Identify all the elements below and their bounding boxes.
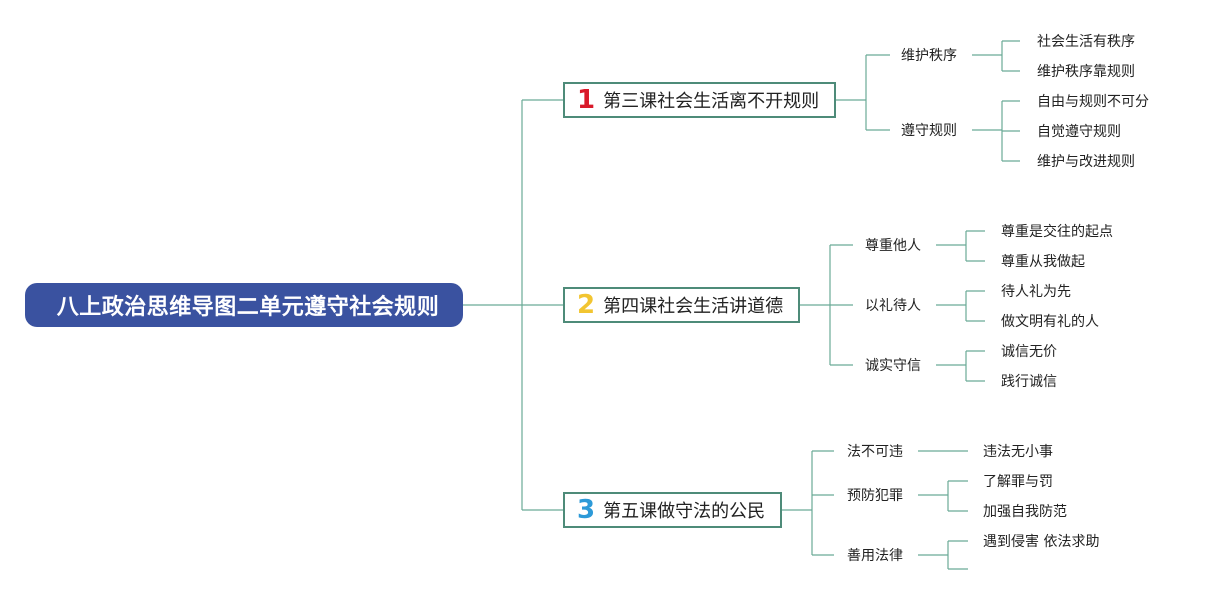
lesson-node-1[interactable]: 1 第三课社会生活离不开规则 [563,82,836,118]
topic-label[interactable]: 诚实守信 [865,358,921,374]
lesson-node-3[interactable]: 3 第五课做守法的公民 [563,492,782,528]
leaf-item[interactable]: 做文明有礼的人 [1001,314,1099,330]
lesson-title-3: 第五课做守法的公民 [603,501,766,522]
leaf-item[interactable]: 了解罪与罚 [983,474,1053,490]
leaf-item[interactable]: 自觉遵守规则 [1037,124,1121,140]
lesson-node-2[interactable]: 2 第四课社会生活讲道德 [563,287,800,323]
leaf-item[interactable]: 践行诚信 [1001,374,1057,390]
root-node[interactable]: 八上政治思维导图二单元遵守社会规则 [25,283,463,327]
leaf-item[interactable]: 诚信无价 [1001,344,1057,360]
topic-label[interactable]: 善用法律 [847,548,903,564]
lesson-title-1: 第三课社会生活离不开规则 [603,91,820,112]
leaf-item[interactable]: 加强自我防范 [983,504,1067,520]
leaf-item[interactable]: 待人礼为先 [1001,284,1071,300]
root-title: 八上政治思维导图二单元遵守社会规则 [56,295,440,320]
leaf-item[interactable]: 尊重是交往的起点 [1001,224,1113,240]
lesson-number-2: 2 [577,290,596,320]
leaf-item[interactable]: 遇到侵害 依法求助 [983,534,1100,550]
topic-label[interactable]: 预防犯罪 [847,488,903,504]
topic-label[interactable]: 尊重他人 [865,238,921,254]
leaf-item[interactable]: 违法无小事 [983,444,1053,460]
topic-label[interactable]: 法不可违 [847,444,903,460]
leaf-item[interactable]: 维护秩序靠规则 [1037,64,1135,80]
leaf-item[interactable]: 社会生活有秩序 [1037,34,1135,50]
topic-label[interactable]: 遵守规则 [901,123,957,139]
topic-label[interactable]: 维护秩序 [901,48,957,64]
leaf-item[interactable]: 维护与改进规则 [1037,154,1135,170]
leaf-item[interactable]: 尊重从我做起 [1001,254,1085,270]
topic-label[interactable]: 以礼待人 [865,298,921,314]
lesson-title-2: 第四课社会生活讲道德 [603,296,784,317]
leaf-item[interactable]: 自由与规则不可分 [1037,94,1149,110]
lesson-number-1: 1 [577,85,596,115]
lesson-number-3: 3 [577,495,596,525]
